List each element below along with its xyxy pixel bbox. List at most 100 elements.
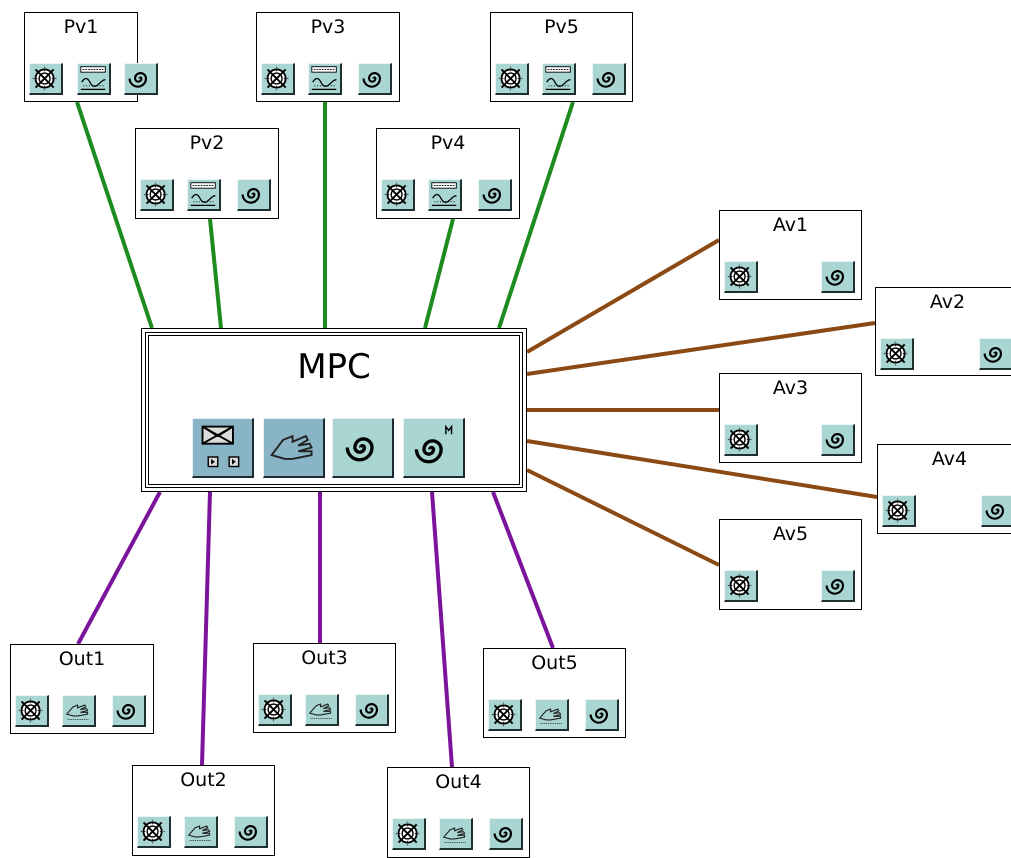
link-pv4: [423, 218, 455, 329]
link-out5: [491, 491, 555, 649]
trend-icon: [543, 64, 574, 93]
mpc-spiral-m-button[interactable]: [403, 418, 465, 478]
spiral-icon: [113, 696, 144, 725]
out3-target-button[interactable]: [258, 694, 292, 726]
pv4-target-button[interactable]: [381, 179, 415, 211]
av5-spiral-button[interactable]: [821, 570, 855, 602]
target-icon: [262, 64, 293, 93]
spiral-icon: [359, 64, 390, 93]
target-icon: [30, 64, 61, 93]
pv5-spiral-button[interactable]: [592, 63, 626, 95]
pv5-block[interactable]: Pv5: [490, 12, 633, 102]
target-icon: [725, 425, 756, 454]
target-icon: [489, 700, 520, 729]
trend-icon: [78, 64, 109, 93]
target-icon: [138, 817, 169, 846]
av3-target-button[interactable]: [724, 424, 758, 456]
out5-title: Out5: [531, 652, 578, 674]
out2-block[interactable]: Out2: [132, 765, 275, 856]
spiral-icon: [980, 339, 1011, 368]
pv3-block[interactable]: Pv3: [256, 12, 400, 102]
pv1-spiral-button[interactable]: [124, 63, 158, 95]
av1-target-button[interactable]: [724, 261, 758, 293]
out5-spiral-button[interactable]: [585, 699, 619, 731]
pv4-trend-button[interactable]: [428, 179, 462, 211]
out4-target-button[interactable]: [392, 818, 426, 850]
target-icon: [725, 262, 756, 291]
pv2-spiral-button[interactable]: [237, 179, 271, 211]
mpc-block[interactable]: MPC: [141, 328, 527, 492]
spiral-icon: [125, 64, 156, 93]
mpc-spiral-button[interactable]: [332, 418, 394, 478]
target-icon: [259, 695, 290, 724]
pv3-spiral-button[interactable]: [358, 63, 392, 95]
av2-block[interactable]: Av2: [875, 287, 1011, 376]
hand-icon: [185, 817, 216, 846]
link-out2: [200, 491, 212, 766]
target-icon: [881, 339, 912, 368]
pv1-block[interactable]: Pv1: [24, 12, 158, 102]
matrix-icon: [201, 425, 240, 468]
out4-hand-button[interactable]: [439, 818, 473, 850]
out3-block[interactable]: Out3: [253, 643, 396, 733]
pv2-target-button[interactable]: [140, 179, 174, 211]
hand-icon: [63, 696, 94, 725]
out5-block[interactable]: Out5: [483, 648, 626, 738]
pv3-target-button[interactable]: [261, 63, 295, 95]
pv5-trend-button[interactable]: [542, 63, 576, 95]
out4-block[interactable]: Out4: [387, 767, 530, 858]
av2-spiral-button[interactable]: [979, 338, 1011, 370]
pv2-trend-button[interactable]: [187, 179, 221, 211]
out1-hand-button[interactable]: [62, 695, 96, 727]
av5-target-button[interactable]: [724, 570, 758, 602]
out3-spiral-button[interactable]: [355, 694, 389, 726]
out1-block[interactable]: Out1: [10, 644, 154, 734]
pv2-title: Pv2: [189, 132, 225, 154]
link-pv1: [75, 101, 154, 329]
spiral-icon: [822, 425, 853, 454]
target-icon: [725, 571, 756, 600]
spiral-icon: [593, 64, 624, 93]
pv3-trend-button[interactable]: [308, 63, 342, 95]
pv2-block[interactable]: Pv2: [135, 128, 279, 219]
target-icon: [393, 819, 424, 848]
av1-block[interactable]: Av1: [719, 210, 862, 300]
out5-target-button[interactable]: [488, 699, 522, 731]
spiral-icon: [238, 180, 269, 209]
spiral-icon: [490, 819, 521, 848]
av4-target-button[interactable]: [882, 495, 916, 527]
spiral-icon: [586, 700, 617, 729]
av3-spiral-button[interactable]: [821, 424, 855, 456]
out3-hand-button[interactable]: [305, 694, 339, 726]
trend-icon: [188, 180, 219, 209]
spiral-icon: [356, 695, 387, 724]
link-pv5: [497, 101, 575, 329]
out1-spiral-button[interactable]: [112, 695, 146, 727]
mpc-manual-button[interactable]: [263, 418, 325, 478]
av2-target-button[interactable]: [880, 338, 914, 370]
av4-block[interactable]: Av4: [877, 444, 1011, 534]
out1-target-button[interactable]: [15, 695, 49, 727]
out5-hand-button[interactable]: [535, 699, 569, 731]
hand-icon: [306, 695, 337, 724]
av3-block[interactable]: Av3: [719, 373, 862, 463]
pv4-spiral-button[interactable]: [478, 179, 512, 211]
pv3-title: Pv3: [310, 16, 346, 38]
spiral-m-icon: [414, 424, 453, 464]
pv1-trend-button[interactable]: [77, 63, 111, 95]
spiral-icon: [345, 437, 374, 462]
mpc-title: MPC: [297, 347, 371, 387]
pv4-block[interactable]: Pv4: [376, 128, 520, 219]
pv1-target-button[interactable]: [29, 63, 63, 95]
av5-block[interactable]: Av5: [719, 519, 862, 610]
av4-spiral-button[interactable]: [981, 495, 1011, 527]
out2-spiral-button[interactable]: [234, 816, 268, 848]
spiral-icon: [822, 571, 853, 600]
pv5-target-button[interactable]: [495, 63, 529, 95]
trend-icon: [429, 180, 460, 209]
out2-hand-button[interactable]: [184, 816, 218, 848]
out4-spiral-button[interactable]: [489, 818, 523, 850]
mpc-matrix-button[interactable]: [192, 418, 254, 478]
av1-spiral-button[interactable]: [821, 261, 855, 293]
out2-target-button[interactable]: [137, 816, 171, 848]
